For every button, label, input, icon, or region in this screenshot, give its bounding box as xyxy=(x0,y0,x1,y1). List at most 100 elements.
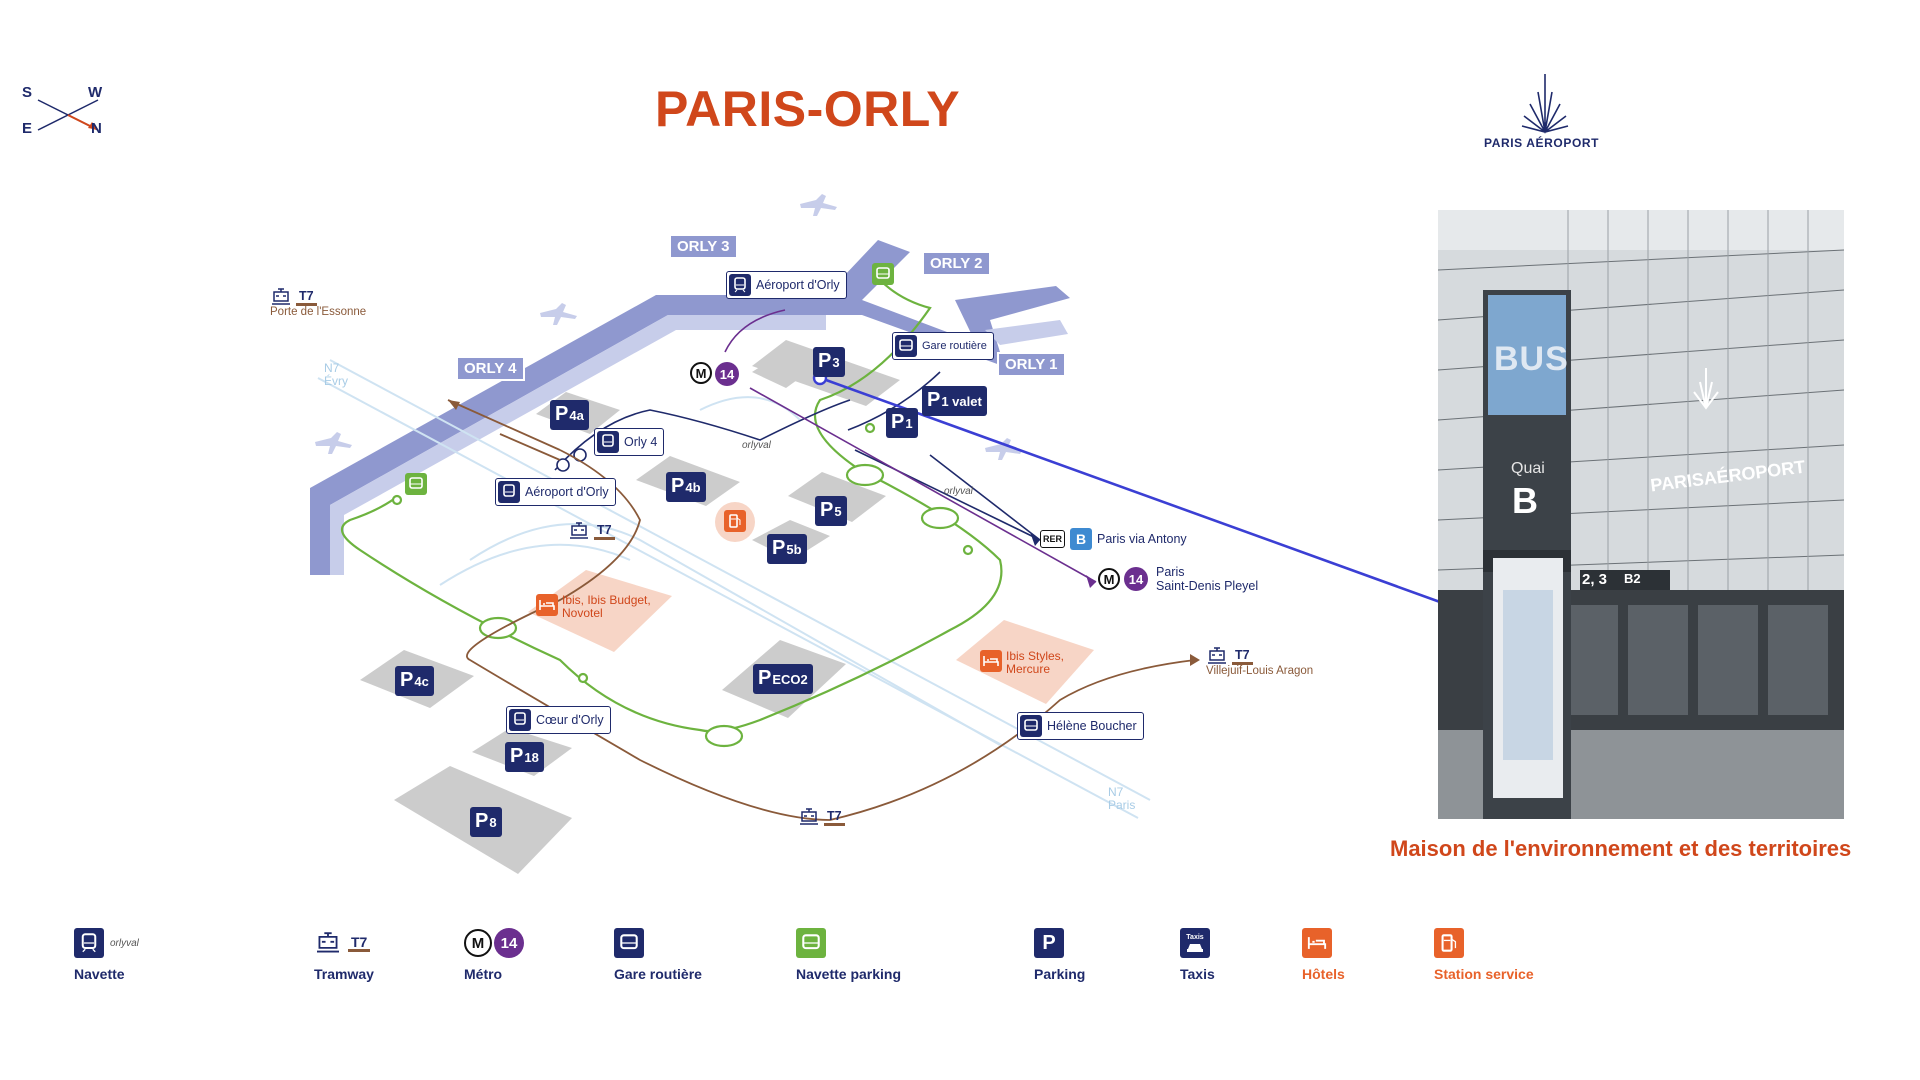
rer-connector xyxy=(929,454,1041,541)
metro-line-badge: 14 xyxy=(715,362,739,386)
rer-destination[interactable]: RER B Paris via Antony xyxy=(1040,528,1187,550)
rer-arrow-icon xyxy=(1030,532,1040,546)
rer-destination-label: Paris via Antony xyxy=(1097,532,1187,546)
tram-stop-label: Porte de l'Essonne xyxy=(270,306,367,318)
road-n7-evry: N7 Évry xyxy=(324,362,348,388)
metro-destination-line1: Paris xyxy=(1156,565,1185,579)
navette-parking-stop-left[interactable] xyxy=(405,473,427,496)
photo-plate-text-2: B2 xyxy=(1624,571,1641,586)
station-aeroport-orly-left[interactable]: Aéroport d'Orly xyxy=(495,478,616,506)
station-label: Aéroport d'Orly xyxy=(756,278,840,292)
metro-icon: M xyxy=(690,362,712,384)
compass-south-label: S xyxy=(22,84,33,101)
legend-label: Parking xyxy=(1034,966,1086,982)
compass-north-label: N xyxy=(91,120,102,137)
station-label: Cœur d'Orly xyxy=(536,713,604,727)
tram-porte-essonne[interactable]: T7 Porte de l'Essonne xyxy=(270,288,366,318)
parking-letter: P xyxy=(818,350,832,372)
legend-gare-routiere: Gare routière xyxy=(614,928,702,982)
parking-number: 18 xyxy=(524,750,539,765)
terminal-orly4[interactable]: ORLY 4 xyxy=(456,356,525,381)
bus-icon xyxy=(614,928,644,958)
hotel-name-line1: Ibis Styles, xyxy=(1006,649,1065,663)
navette-parking-stop-top[interactable] xyxy=(872,263,894,286)
metro-orly-stop[interactable]: M 14 xyxy=(690,362,739,386)
taxi-icon-text: Taxis xyxy=(1186,933,1204,941)
tram-line-badge: T7 xyxy=(824,809,845,826)
hotel-name-line2: Mercure xyxy=(1006,662,1051,676)
parking-letter: P xyxy=(927,389,941,411)
legend-label: Gare routière xyxy=(614,966,702,982)
taxi-icon: Taxis xyxy=(1180,928,1210,958)
station-service-stop[interactable] xyxy=(724,510,746,533)
building-illustration xyxy=(1438,210,1844,819)
station-label: Gare routière xyxy=(922,340,987,352)
navette-icon xyxy=(498,481,520,503)
road-number: N7 xyxy=(1108,785,1124,799)
paris-aeroport-logo-icon xyxy=(1521,74,1569,134)
station-orly4[interactable]: Orly 4 xyxy=(594,428,665,456)
tram-arrow-right-icon xyxy=(1190,654,1200,666)
parking-letter: P xyxy=(555,403,569,425)
legend-label: Station service xyxy=(1434,966,1534,982)
metro-destination-line2: Saint-Denis Pleyel xyxy=(1156,579,1259,593)
navette-icon xyxy=(729,274,751,296)
station-gare-routiere[interactable]: Gare routière xyxy=(892,332,994,360)
legend-label: Navette parking xyxy=(796,966,902,982)
legend-label: Métro xyxy=(464,966,503,982)
hotel-name-line2: Novotel xyxy=(562,606,603,620)
compass-icon xyxy=(37,99,99,131)
hotel-ibis-group[interactable]: Ibis, Ibis Budget, Novotel xyxy=(536,594,651,620)
hotel-bed-icon xyxy=(980,650,1002,672)
hotel-styles-mercure[interactable]: Ibis Styles, Mercure xyxy=(980,650,1064,676)
hotel-bed-icon xyxy=(1302,928,1332,958)
parking-number: ECO2 xyxy=(772,672,808,687)
station-label: Aéroport d'Orly xyxy=(525,485,609,499)
legend-parking: P Parking xyxy=(1034,928,1085,982)
tram-icon xyxy=(800,808,818,825)
metro-destination[interactable]: M 14 Paris Saint-Denis Pleyel xyxy=(1098,565,1258,593)
compass-west-label: W xyxy=(88,84,103,101)
terminal-orly1[interactable]: ORLY 1 xyxy=(997,352,1066,377)
parking-letter: P xyxy=(510,745,524,767)
terminal-orly2[interactable]: ORLY 2 xyxy=(922,251,991,276)
parking-letter: P xyxy=(400,669,414,691)
parking-letter: P xyxy=(671,475,685,497)
parking-number: 1 xyxy=(905,416,913,431)
legend-navette-parking: Navette parking xyxy=(796,928,901,982)
parking-letter: P xyxy=(475,810,489,832)
terminal-orly3[interactable]: ORLY 3 xyxy=(669,234,738,259)
tram-stop-label: Villejuif-Louis Aragon xyxy=(1206,665,1314,677)
photo-sign-quai: Quai xyxy=(1511,460,1545,477)
station-helene-boucher[interactable]: Hélène Boucher xyxy=(1017,712,1144,740)
navette-parking-icon xyxy=(872,263,894,285)
navette-parking-icon xyxy=(796,928,826,958)
brand-name: PARIS AÉROPORT xyxy=(1484,136,1600,150)
road-n7-paris: N7 Paris xyxy=(1108,786,1135,812)
station-label: Orly 4 xyxy=(624,435,658,449)
parking-icon: P xyxy=(1034,928,1064,958)
station-coeur-orly[interactable]: Cœur d'Orly xyxy=(506,706,611,734)
legend-label: Taxis xyxy=(1180,966,1215,982)
metro-icon: M xyxy=(464,929,492,957)
parking-letter: P xyxy=(772,537,786,559)
tram-south-stop[interactable]: T7 xyxy=(798,808,845,826)
tram-aeroport-orly[interactable]: T7 xyxy=(568,522,615,540)
station-aeroport-orly-top[interactable]: Aéroport d'Orly xyxy=(726,271,847,299)
page-title: PARIS-ORLY xyxy=(655,81,961,137)
hotel-bed-icon xyxy=(536,594,558,616)
parking-number: 4b xyxy=(685,480,701,495)
compass-east-label: E xyxy=(22,120,33,137)
tram-villejuif[interactable]: T7 Villejuif-Louis Aragon xyxy=(1206,647,1313,677)
